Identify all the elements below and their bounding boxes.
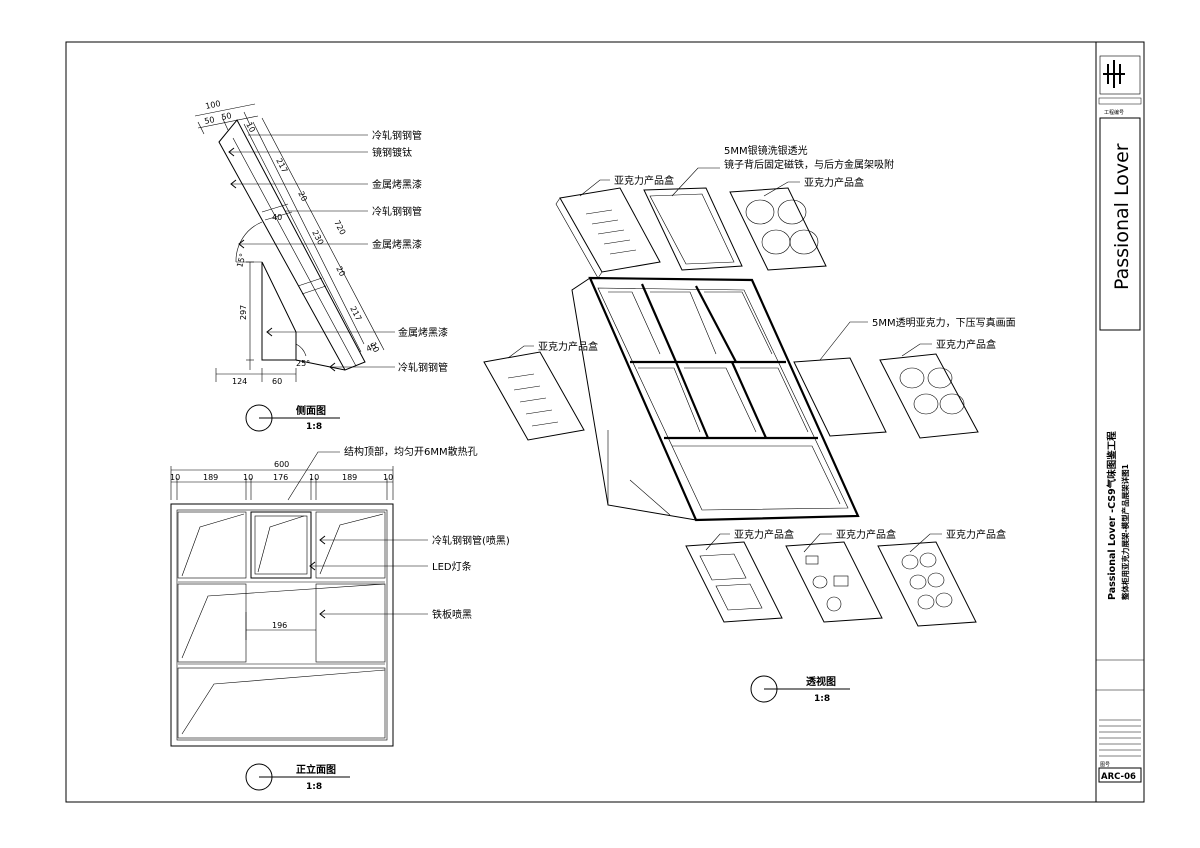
perspective-leaders xyxy=(507,167,942,553)
perspective-label-box-2: 亚克力产品盒 xyxy=(804,176,864,189)
front-view-arrows xyxy=(309,535,326,619)
front-cell-5 xyxy=(315,583,386,663)
side-dim-50a: 50 xyxy=(204,115,216,126)
side-label-3: 金属烤黑漆 xyxy=(372,178,422,191)
front-label-pipe: 冷轧钢钢管(喷黑) xyxy=(432,534,510,547)
perspective-label-mirror-2: 镜子背后固定磁铁，与后方金属架吸附 xyxy=(724,158,894,171)
title-block: 工程编号 Passional Lover Passional Lover -CS… xyxy=(1096,55,1144,783)
side-view-title: 侧面图 xyxy=(296,404,326,417)
perspective-label-box-4: 亚克力产品盒 xyxy=(936,338,996,351)
front-view: 600 10 189 10 176 10 189 10 196 结构顶部，均匀开… xyxy=(170,445,510,792)
perspective-scale: 1:8 xyxy=(814,694,830,704)
perspective-label-box-1: 亚克力产品盒 xyxy=(614,174,674,187)
side-view-scale: 1:8 xyxy=(306,422,322,432)
logo-mark xyxy=(1103,60,1125,88)
side-dim-720: 720 xyxy=(332,219,347,237)
perspective-label-box-5: 亚克力产品盒 xyxy=(734,528,794,541)
side-angle-15: 15° xyxy=(235,252,247,268)
side-dim-40: 40 xyxy=(272,213,282,222)
perspective-label-acrylic: 5MM透明亚克力，下压写真画面 xyxy=(872,316,1016,329)
title-block-small-1: 工程编号 xyxy=(1104,109,1124,116)
side-dim-100: 100 xyxy=(205,99,222,111)
perspective-view: 亚克力产品盒 5MM银镜洗银透光 镜子背后固定磁铁，与后方金属架吸附 亚克力产品… xyxy=(483,144,1016,704)
side-dim-10: 10 xyxy=(244,121,257,134)
front-view-title: 正立面图 xyxy=(296,763,336,776)
revision-table xyxy=(1099,719,1141,757)
side-view-dimensions xyxy=(194,103,385,382)
side-dim-124: 124 xyxy=(232,377,247,386)
perspective-title: 透视图 xyxy=(806,675,836,688)
front-view-leaders xyxy=(287,451,428,615)
side-dim-297: 297 xyxy=(239,305,248,320)
box-top-right xyxy=(729,187,827,271)
front-view-scale: 1:8 xyxy=(306,782,322,792)
project-title-line1: Passional Lover -CS9气味图鉴工程 xyxy=(1106,431,1118,600)
side-view-stand xyxy=(261,261,297,361)
side-dim-60: 60 xyxy=(272,377,282,386)
front-label-led: LED灯条 xyxy=(432,560,472,573)
front-dim-196: 196 xyxy=(272,621,287,630)
front-cell-1 xyxy=(177,511,247,579)
side-dim-50b: 50 xyxy=(221,111,233,122)
front-cell-3 xyxy=(315,511,386,579)
front-label-top: 结构顶部，均匀开6MM散热孔 xyxy=(344,445,478,458)
perspective-cabinet xyxy=(571,276,860,522)
front-cell-2 xyxy=(250,511,312,579)
front-dim-10c: 10 xyxy=(309,473,319,482)
sheet-border xyxy=(65,41,1145,803)
front-dim-600: 600 xyxy=(274,460,289,469)
title-block-small-2: 图号 xyxy=(1100,762,1110,768)
side-dim-217a: 217 xyxy=(274,157,289,175)
side-dim-217b: 217 xyxy=(348,305,363,323)
perspective-label-box-6: 亚克力产品盒 xyxy=(836,528,896,541)
side-label-2: 镜钢镀钛 xyxy=(372,146,412,159)
side-dim-20a: 20 xyxy=(296,190,309,203)
brand-name: Passional Lover xyxy=(1111,143,1133,290)
perspective-label-box-3: 亚克力产品盒 xyxy=(538,340,598,353)
front-dim-189a: 189 xyxy=(203,473,218,482)
side-label-7: 冷轧钢钢管 xyxy=(398,361,448,374)
box-left xyxy=(483,351,585,441)
brand-frame xyxy=(1099,117,1141,331)
front-cell-6 xyxy=(177,667,386,739)
box-top-left xyxy=(555,187,661,279)
front-dim-10a: 10 xyxy=(170,473,180,482)
box-bottom-left xyxy=(685,541,783,623)
box-right xyxy=(879,353,979,439)
perspective-label-box-7: 亚克力产品盒 xyxy=(946,528,1006,541)
side-label-5: 金属烤黑漆 xyxy=(372,238,422,251)
side-view-leaders xyxy=(229,134,395,368)
front-dim-10b: 10 xyxy=(243,473,253,482)
side-view-body xyxy=(218,119,366,371)
side-dim-10b: 10 xyxy=(368,341,381,354)
side-label-4: 冷轧钢钢管 xyxy=(372,205,422,218)
mirror-panel xyxy=(643,187,743,271)
side-dim-20b: 20 xyxy=(334,265,347,278)
box-bottom-mid xyxy=(785,541,883,623)
side-label-1: 冷轧钢钢管 xyxy=(372,129,422,142)
side-view: 冷轧钢钢管 镜钢镀钛 金属烤黑漆 冷轧钢钢管 金属烤黑漆 金属烤黑漆 冷轧钢钢管… xyxy=(194,99,448,432)
sheet-number: ARC-06 xyxy=(1101,772,1136,782)
front-view-frame xyxy=(170,503,394,747)
project-title-line2: 整体柜用亚克力展架-模型产品展架详图1 xyxy=(1120,464,1130,600)
front-label-plate: 铁板喷黑 xyxy=(432,608,472,621)
side-label-6: 金属烤黑漆 xyxy=(398,326,448,339)
side-angle-25: 25° xyxy=(296,359,310,368)
box-bottom-right xyxy=(877,541,977,627)
front-dim-189b: 189 xyxy=(342,473,357,482)
acrylic-sheet xyxy=(793,357,887,437)
side-dim-45: 45 xyxy=(365,341,378,354)
sheet-number-box xyxy=(1098,767,1142,783)
front-dim-176: 176 xyxy=(273,473,288,482)
front-view-dimensions xyxy=(170,466,394,631)
perspective-label-mirror-1: 5MM银镜洗银透光 xyxy=(724,144,808,157)
front-dim-10d: 10 xyxy=(383,473,393,482)
